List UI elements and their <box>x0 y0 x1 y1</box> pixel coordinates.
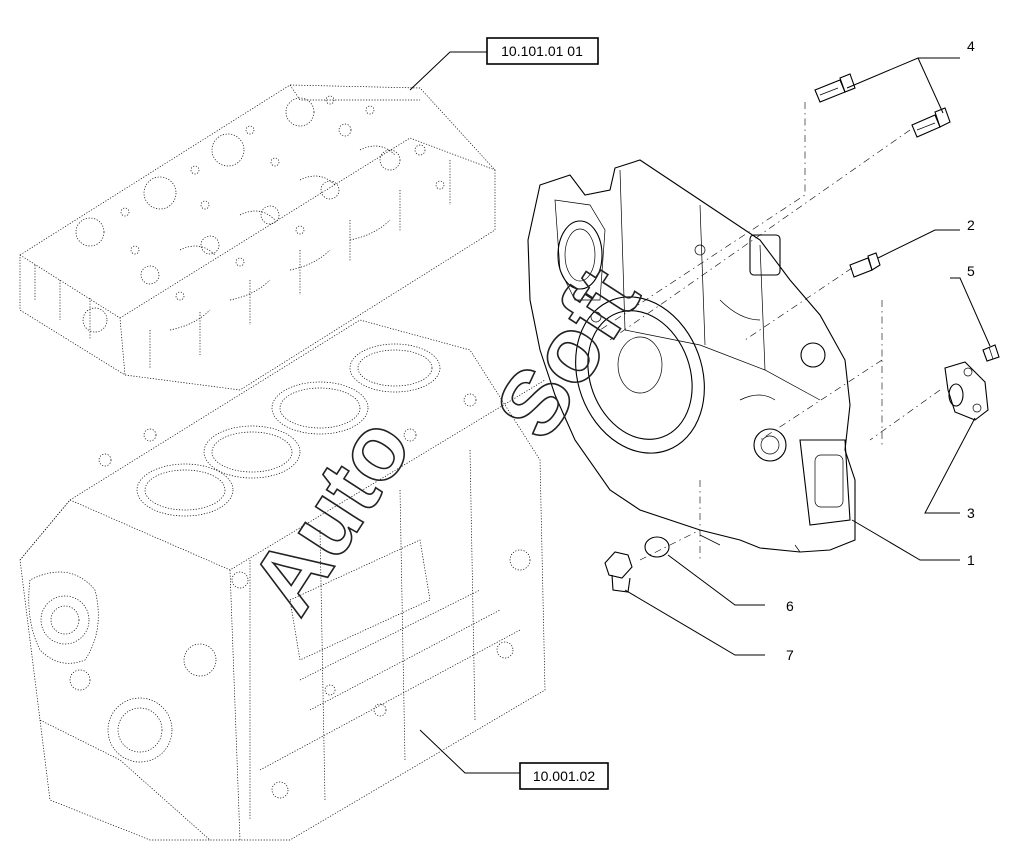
o-ring-6 <box>644 536 670 558</box>
watermark-text-right: Soft <box>476 250 659 456</box>
plug-7 <box>604 551 633 593</box>
cylinder-head-holes <box>75 95 445 333</box>
callout-5: 5 <box>967 263 975 279</box>
cylinder-head-ref-label: 10.101.01 01 <box>501 43 583 59</box>
bolt-4b <box>911 107 951 138</box>
callout-4: 4 <box>967 38 975 54</box>
engine-block-drawing <box>19 319 546 841</box>
engine-block-ref-label: 10.001.02 <box>533 768 595 784</box>
screw-5 <box>982 344 1000 362</box>
flywheel-housing <box>527 159 856 553</box>
assembly-center-lines <box>599 102 941 561</box>
callout-numbers: 1 2 3 4 5 6 7 <box>786 38 975 663</box>
engine-block-bores <box>136 343 441 517</box>
bolt-2 <box>849 252 881 278</box>
cover-plate-3 <box>944 361 989 421</box>
callout-1: 1 <box>967 552 975 568</box>
callout-2: 2 <box>967 217 975 233</box>
callout-3: 3 <box>967 505 975 521</box>
bolt-4a <box>814 73 856 103</box>
cylinder-head-ref-box: 10.101.01 01 <box>486 37 599 65</box>
watermark-text-left: Auto <box>231 400 431 631</box>
callout-7: 7 <box>786 647 794 663</box>
cylinder-head-drawing <box>19 84 496 391</box>
callout-6: 6 <box>786 598 794 614</box>
engine-block-ref-box: 10.001.02 <box>519 762 609 790</box>
leader-lines <box>409 51 991 774</box>
